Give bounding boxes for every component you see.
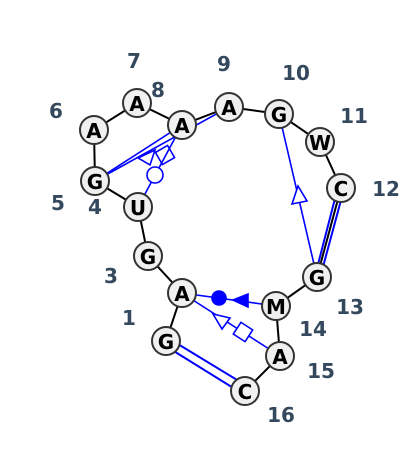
position-number: 1 [122,306,136,330]
position-number: 3 [104,264,118,288]
position-numbers: 1 3 4 5 6 7 8 9 10 11 12 13 14 15 16 [49,49,400,427]
nucleotide-9[interactable]: A [214,92,244,122]
nucleotide-base: A [174,282,190,306]
nucleotide-base: G [309,266,325,290]
nucleotide-10[interactable]: G [264,99,294,129]
position-number: 16 [267,403,295,427]
position-number: 11 [340,104,368,128]
nucleotide-4[interactable]: U [123,192,153,222]
position-number: 4 [88,195,102,219]
watson-crick-pairs [163,186,345,395]
triangle-marker-10-13 [290,184,309,206]
position-number: 12 [372,177,400,201]
nucleotide-base: U [130,196,146,220]
nucleotide-11[interactable]: W [305,127,335,157]
position-number: 15 [307,359,335,383]
triangle-marker-a-15 [211,312,232,331]
nucleotides: G A G U G A A A [79,88,356,406]
position-number: 9 [217,52,231,76]
nucleotide-base: C [334,177,349,201]
square-marker-a-15 [232,321,254,343]
nucleotide-7[interactable]: A [122,88,152,118]
nucleotide-base: G [87,170,103,194]
circle-marker-4-8 [146,166,164,184]
nucleotide-6[interactable]: A [79,115,109,145]
nucleotide-2[interactable]: A [167,278,197,308]
position-number: 8 [151,78,165,102]
nucleotide-1[interactable]: G [151,326,181,356]
nucleotide-base: A [221,96,237,120]
noncanonical-interactions [94,106,318,357]
nucleotide-12[interactable]: C [326,173,356,203]
position-number: 7 [127,49,141,73]
nucleotide-base: A [272,345,288,369]
position-number: 13 [336,295,364,319]
nucleotide-base: G [140,245,156,269]
nucleotide-3[interactable]: G [133,241,163,271]
position-number: 5 [51,191,65,215]
nucleotide-base: G [158,330,174,354]
nucleotide-base: C [238,380,253,404]
nucleotide-15[interactable]: A [265,341,295,371]
nucleotide-base: A [86,119,102,143]
filled-triangle-marker [230,292,249,309]
nucleotide-8[interactable]: A [167,110,197,140]
position-number: 14 [299,317,327,341]
nucleotide-13[interactable]: G [302,262,332,292]
nucleotide-base: G [271,103,287,127]
nucleotide-base: A [174,114,190,138]
position-number: 6 [49,99,63,123]
nucleotide-base: M [266,295,286,319]
nucleotide-14[interactable]: M [261,291,291,321]
filled-circle-marker [211,290,227,306]
nucleotide-base: W [309,131,331,155]
nucleotide-5[interactable]: G [80,166,110,196]
backbone [92,101,343,392]
nucleotide-16[interactable]: C [230,376,260,406]
position-number: 10 [282,61,310,85]
nucleotide-base: A [129,92,145,116]
triangle-marker-5-8 [136,148,157,167]
